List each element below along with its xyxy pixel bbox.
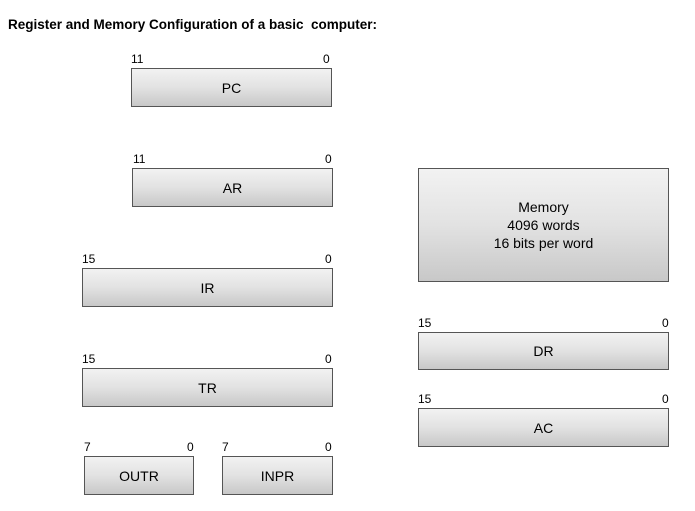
ac-register-label: AC xyxy=(533,419,554,436)
ar-register-label: AR xyxy=(222,179,243,196)
dr-low-bit: 0 xyxy=(662,316,669,330)
outr-low-bit: 0 xyxy=(187,440,194,454)
ir-register-label: IR xyxy=(200,279,215,296)
memory-size: 4096 words xyxy=(507,217,580,233)
ar-low-bit: 0 xyxy=(325,152,332,166)
ir-register: IR xyxy=(82,268,333,307)
ar-register: AR xyxy=(132,168,333,207)
diagram-title: Register and Memory Configuration of a b… xyxy=(8,17,378,32)
pc-register-label: PC xyxy=(221,79,242,96)
pc-register: PC xyxy=(131,68,332,107)
outr-register-label: OUTR xyxy=(119,467,159,484)
ar-high-bit: 11 xyxy=(133,152,146,166)
memory-word-width: 16 bits per word xyxy=(493,235,594,251)
inpr-register-label: INPR xyxy=(260,467,295,484)
inpr-high-bit: 7 xyxy=(222,440,229,454)
ir-high-bit: 15 xyxy=(82,252,96,266)
tr-high-bit: 15 xyxy=(82,352,96,366)
dr-register: DR xyxy=(418,332,669,370)
tr-low-bit: 0 xyxy=(325,352,332,366)
outr-register: OUTR xyxy=(84,456,194,495)
pc-low-bit: 0 xyxy=(323,52,330,66)
inpr-register: INPR xyxy=(222,456,333,495)
tr-register-label: TR xyxy=(198,379,217,396)
dr-high-bit: 15 xyxy=(418,316,432,330)
memory-title: Memory xyxy=(518,199,569,215)
ac-high-bit: 15 xyxy=(418,392,432,406)
ac-low-bit: 0 xyxy=(662,392,669,406)
outr-high-bit: 7 xyxy=(84,440,91,454)
pc-high-bit: 11 xyxy=(131,52,144,66)
dr-register-label: DR xyxy=(533,343,554,359)
tr-register: TR xyxy=(82,368,333,407)
ir-low-bit: 0 xyxy=(325,252,332,266)
inpr-low-bit: 0 xyxy=(325,440,332,454)
ac-register: AC xyxy=(418,408,669,447)
memory-block: Memory 4096 words 16 bits per word xyxy=(418,168,669,282)
